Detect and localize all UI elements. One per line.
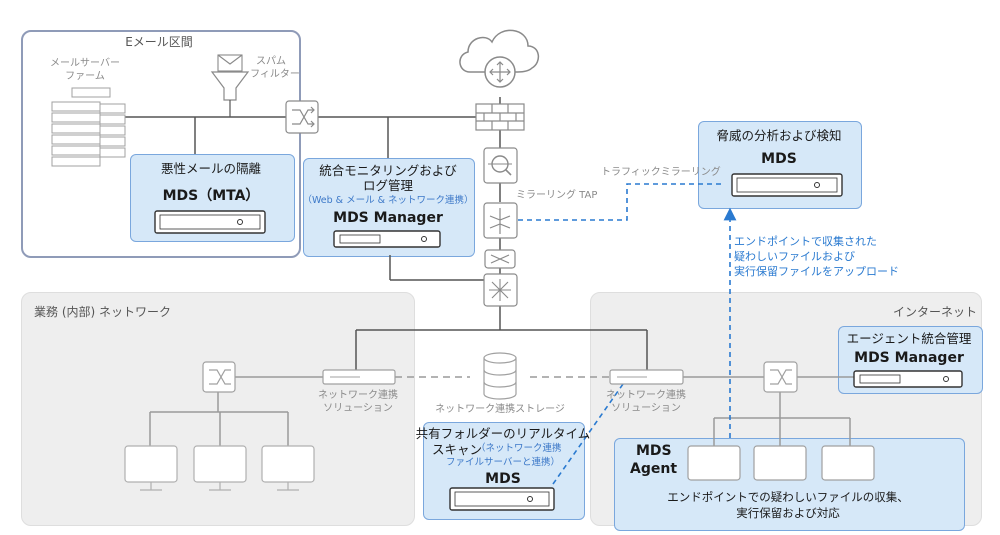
nw-solution-right-label-2: ソリューション [611, 403, 681, 414]
nw-solution-right-label-1: ネットワーク連携 [606, 390, 686, 401]
traffic-mirroring-label: トラフィックミラーリング [601, 167, 721, 178]
mirroring-tap-icon [483, 202, 518, 239]
share-scan-sub-1: （ネットワーク連携 [476, 443, 562, 454]
threat-box-title: 脅威の分析および検知 [716, 128, 842, 143]
share-scan-title-1: 共有フォルダーのリアルタイム [415, 426, 591, 441]
small-switch-icon [484, 249, 516, 269]
upload-note-line3: 実行保留ファイルをアップロード [734, 265, 899, 278]
internet-switch-icon [763, 361, 798, 393]
internet-zone-title: インターネット [893, 305, 978, 319]
nw-solution-right [609, 369, 684, 385]
upload-note-line1: エンドポイントで収集された [734, 235, 877, 248]
mail-server-farm-icon [51, 87, 126, 167]
internal-zone-title: 業務 (内部) ネットワーク [34, 305, 171, 319]
mirroring-tap-label: ミラーリング TAP [516, 190, 598, 201]
agent-box [614, 438, 965, 531]
share-scan-appliance [449, 487, 555, 511]
mail-server-farm-label-2: ファーム [65, 71, 105, 82]
email-zone-title: Eメール区間 [125, 35, 193, 49]
cloud-icon [459, 29, 540, 88]
manager-center-appliance [333, 230, 441, 248]
share-scan-title-2: スキャン [432, 442, 483, 457]
agent-mgmt-title: エージェント統合管理 [846, 331, 972, 346]
threat-box-product: MDS [761, 151, 797, 167]
grey-links [149, 376, 854, 446]
network-links [125, 97, 648, 370]
nw-solution-left-label-2: ソリューション [323, 403, 393, 414]
internal-switch-icon [202, 361, 236, 393]
share-scan-sub-2: ファイルサーバーと連携） [446, 457, 560, 468]
agent-caption-2: 実行保留および対応 [736, 506, 840, 520]
share-scan-product: MDS [485, 471, 521, 487]
blue-dashed-links [518, 183, 737, 485]
mta-box-product: MDS（MTA） [162, 188, 260, 204]
core-router-icon [483, 273, 518, 307]
firewall-icon [475, 103, 525, 131]
nw-storage-label: ネットワーク連携ストレージ [435, 404, 565, 415]
email-switch-icon [285, 100, 319, 134]
manager-center-product: MDS Manager [333, 210, 443, 226]
nw-solution-left-label-1: ネットワーク連携 [318, 390, 398, 401]
agent-caption-1: エンドポイントでの疑わしいファイルの収集、 [667, 490, 909, 504]
internal-pc-icons [124, 445, 315, 491]
mta-appliance [154, 210, 266, 234]
manager-center-title-1: 統合モニタリングおよび [319, 163, 457, 178]
agent-product-1: MDS [636, 443, 672, 459]
agent-mgmt-appliance [853, 370, 963, 388]
mta-box-title: 悪性メールの隔離 [160, 161, 262, 176]
agent-product-2: Agent [630, 461, 678, 477]
upload-note-line2: 疑わしいファイルおよび [734, 250, 855, 263]
agent-mgmt-product: MDS Manager [854, 350, 964, 366]
spam-filter-label-1: スパム [256, 56, 286, 67]
gateway-search-icon [483, 147, 518, 184]
spam-filter-label-2: フィルター [250, 69, 300, 80]
manager-center-sub: （Web & メール & ネットワーク連携） [302, 195, 474, 206]
manager-center-title-2: ログ管理 [362, 178, 414, 193]
mail-server-farm-label-1: メールサーバー [50, 58, 120, 69]
agent-pc-icons [687, 445, 875, 481]
nw-solution-left [322, 369, 396, 385]
spam-filter-icon [210, 54, 250, 117]
threat-appliance [731, 173, 843, 197]
storage-icon [483, 352, 517, 400]
